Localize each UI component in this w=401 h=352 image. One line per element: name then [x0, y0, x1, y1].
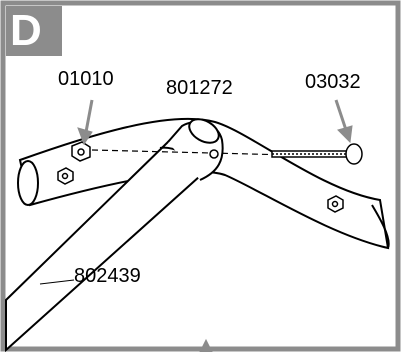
- bolt: [271, 143, 363, 165]
- step-letter: D: [6, 6, 62, 56]
- fastener-right: [327, 195, 344, 213]
- leader-802439: [39, 279, 75, 285]
- label-straight-tube-part: 802439: [74, 265, 141, 287]
- bolt-axis-line: [91, 149, 291, 156]
- tube-hole: [209, 149, 219, 159]
- nut: [71, 141, 91, 162]
- label-bolt-part: 03032: [305, 71, 361, 93]
- straight-tube: [5, 118, 224, 352]
- leader-arrows: [77, 99, 353, 352]
- label-nut-part: 01010: [58, 68, 114, 90]
- fastener-left: [57, 167, 74, 185]
- label-bent-tube-part: 801272: [166, 77, 233, 99]
